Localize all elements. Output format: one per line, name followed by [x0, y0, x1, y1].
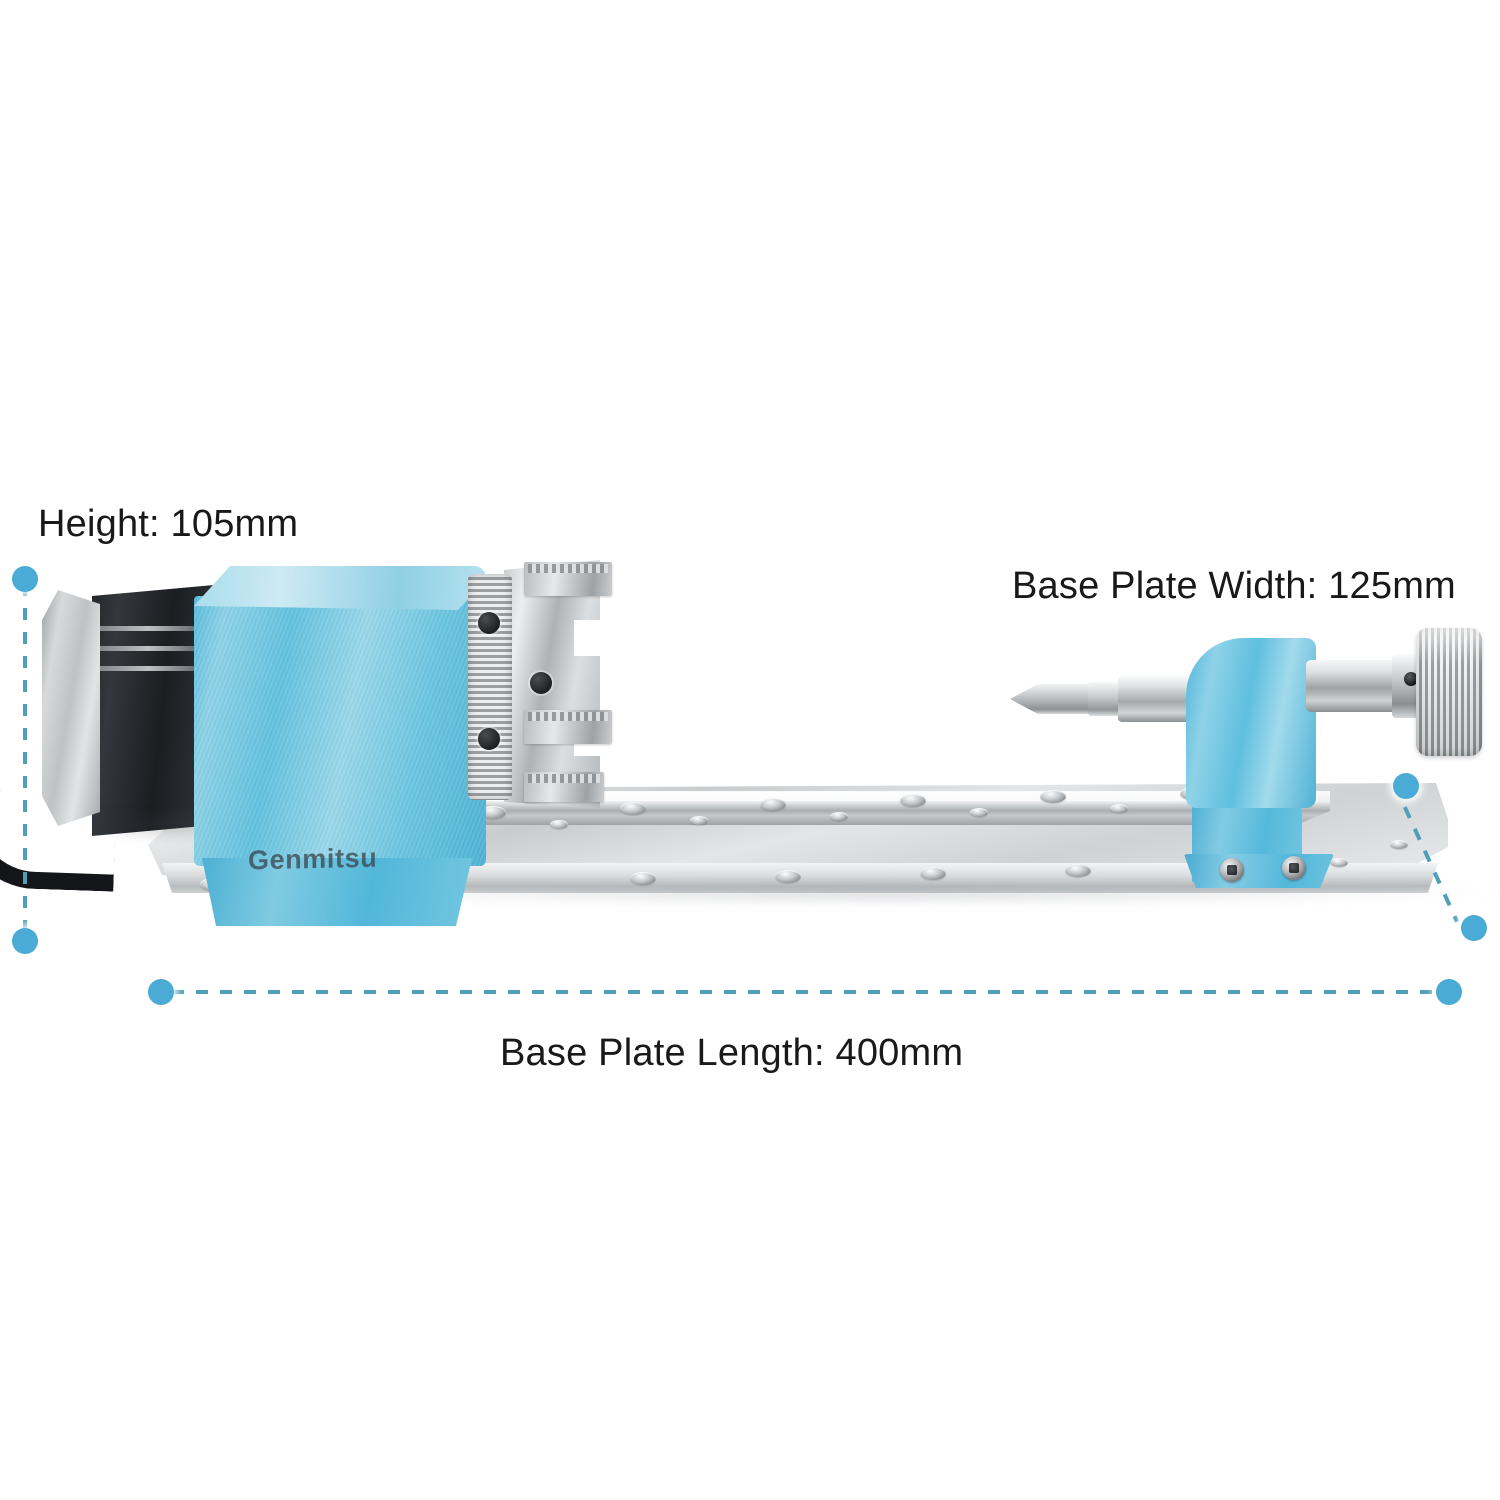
base-plate-shadow — [268, 889, 1500, 905]
housing-foot — [202, 858, 472, 926]
mounting-hole — [1330, 858, 1348, 867]
motor-lamination — [98, 666, 242, 671]
mounting-hole — [775, 870, 801, 883]
jaw-teeth — [528, 774, 600, 783]
quill-set-screw-hole — [1404, 672, 1418, 686]
chuck-bolt — [478, 728, 500, 750]
mounting-hole — [1040, 790, 1066, 803]
tailstock-screw — [1220, 858, 1244, 882]
chuck-body — [504, 560, 600, 808]
t-slot-highlight — [318, 792, 1318, 801]
mounting-hole — [920, 867, 946, 880]
housing-texture — [194, 596, 486, 866]
mounting-hole — [1065, 864, 1091, 877]
motor-end-cap — [42, 590, 100, 826]
three-jaw-chuck — [468, 560, 628, 810]
mounting-hole — [1110, 804, 1128, 813]
motor-lamination — [98, 626, 242, 631]
mounting-hole — [970, 808, 988, 817]
base-plate-length-line — [172, 990, 1440, 994]
mounting-hole — [480, 806, 506, 819]
housing-top-face — [194, 566, 486, 610]
height-dimension-endpoint-bottom — [12, 928, 38, 954]
mounting-hole — [760, 798, 786, 811]
chuck-jaw — [524, 562, 612, 596]
tailstock — [1010, 628, 1482, 902]
motor-cable — [0, 789, 117, 892]
height-dimension-label: Height: 105mm — [38, 503, 299, 545]
mounting-hole — [690, 816, 708, 825]
height-dimension-endpoint-top — [12, 566, 38, 592]
length-dimension-endpoint-left — [148, 979, 174, 1005]
width-dimension-endpoint-top — [1393, 773, 1419, 799]
housing-body — [194, 596, 486, 866]
mounting-hole — [1390, 840, 1408, 849]
mounting-hole — [830, 812, 848, 821]
chuck-bolt — [478, 612, 500, 634]
jaw-teeth — [528, 712, 608, 721]
tailstock-screw — [1282, 856, 1306, 880]
tailstock-body — [1186, 638, 1316, 808]
live-center-point — [1010, 684, 1092, 714]
brand-logo: Genmitsu — [248, 842, 378, 876]
mounting-hole — [550, 820, 568, 829]
rotary-housing: Genmitsu — [186, 566, 486, 926]
base-plate-width-label: Base Plate Width: 125mm — [1012, 565, 1456, 607]
width-dimension-endpoint-bottom — [1461, 915, 1487, 941]
length-dimension-endpoint-right — [1436, 979, 1462, 1005]
product-photo: Genmitsu — [0, 540, 1500, 1010]
chuck-bolt — [530, 672, 552, 694]
height-dimension-line — [23, 584, 27, 934]
chuck-jaw — [524, 710, 612, 744]
jaw-teeth — [528, 564, 608, 573]
base-plate-length-label: Base Plate Length: 400mm — [500, 1032, 964, 1074]
handwheel-rim-shading — [1416, 628, 1482, 756]
tailstock-base-foot — [1184, 854, 1334, 888]
mounting-hole — [900, 794, 926, 807]
motor-lamination — [98, 646, 242, 651]
mounting-hole — [620, 802, 646, 815]
chuck-jaw — [524, 772, 604, 802]
mounting-hole — [630, 872, 656, 885]
chuck-knurled-ring — [468, 574, 512, 800]
